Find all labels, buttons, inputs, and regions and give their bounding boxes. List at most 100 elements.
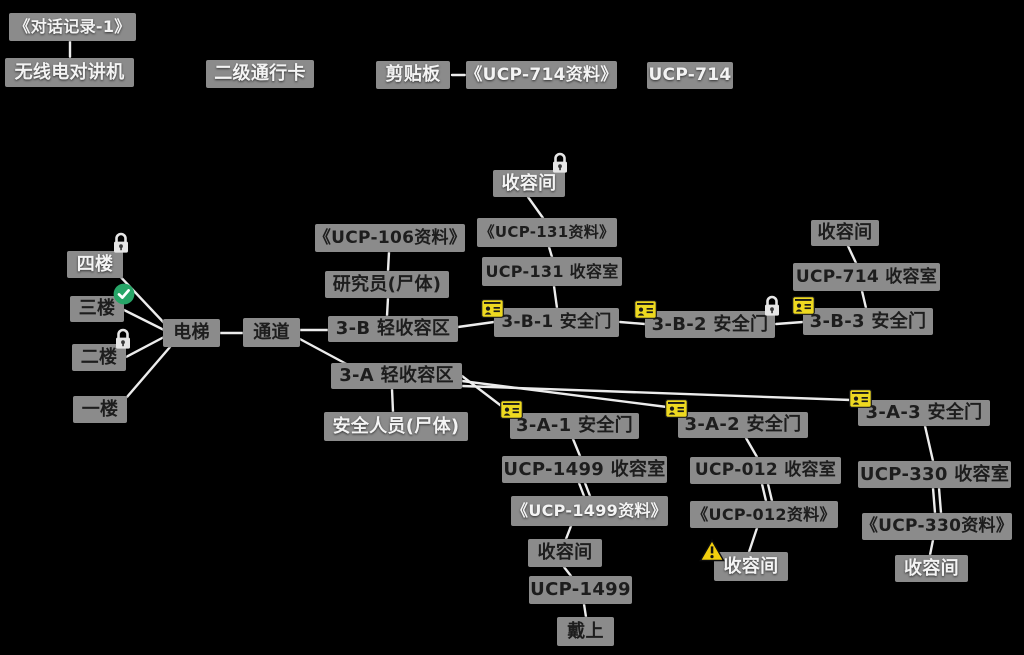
node-containment-cell-714[interactable]: 收容间 <box>811 220 879 246</box>
node-wear-it[interactable]: 戴上 <box>557 617 614 646</box>
node-label: 二楼 <box>80 346 118 368</box>
node-door-3b-3[interactable]: 3-B-3 安全门 <box>803 308 933 335</box>
edge-ucp-1499-document--containment-cell-1499 <box>564 524 573 541</box>
node-label: 《UCP-330资料》 <box>860 516 1014 536</box>
edge-door-3a-3--ucp-330-room <box>923 424 935 463</box>
node-ucp-131-room[interactable]: UCP-131 收容室 <box>482 257 622 286</box>
node-door-3b-1[interactable]: 3-B-1 安全门 <box>494 308 619 337</box>
node-label: 收容间 <box>817 222 873 243</box>
node-label: 3-B-3 安全门 <box>809 310 927 332</box>
edge-door-3a-2--ucp-012-room <box>744 436 759 459</box>
node-ucp-012-room[interactable]: UCP-012 收容室 <box>690 457 841 484</box>
edge-floor-1--elevator <box>125 345 172 399</box>
node-dialog-record-1[interactable]: 《对话记录-1》 <box>9 13 136 41</box>
node-label: UCP-1499 <box>530 579 631 600</box>
edge-ucp-012-room--ucp-012-document <box>766 482 774 503</box>
node-security-personnel-corpse[interactable]: 安全人员(尸体) <box>324 412 468 441</box>
node-door-3a-2[interactable]: 3-A-2 安全门 <box>678 412 808 438</box>
node-floor-4[interactable]: 四楼 <box>67 251 123 278</box>
node-corridor[interactable]: 通道 <box>243 318 300 347</box>
node-walkie-talkie[interactable]: 无线电对讲机 <box>5 58 134 87</box>
edge-door-3a-1--ucp-1499-room <box>571 437 582 458</box>
node-ucp-1499-room[interactable]: UCP-1499 收容室 <box>502 456 667 483</box>
node-label: 3-A-3 安全门 <box>865 402 983 423</box>
edge-ucp-330-room--ucp-330-document <box>937 486 943 515</box>
node-ucp-131-document[interactable]: 《UCP-131资料》 <box>477 218 617 247</box>
node-ucp-106-document[interactable]: 《UCP-106资料》 <box>313 224 467 252</box>
node-label: 3-B-2 安全门 <box>651 313 769 335</box>
node-ucp-1499-entity[interactable]: UCP-1499 <box>529 576 632 604</box>
node-label: 研究员(尸体) <box>332 273 442 295</box>
node-label: 《UCP-012资料》 <box>692 504 836 524</box>
node-label: 收容间 <box>723 555 779 577</box>
node-label: 剪贴板 <box>385 64 441 85</box>
node-label: UCP-330 收容室 <box>859 463 1010 485</box>
node-label: 一楼 <box>81 398 119 420</box>
node-label: 《UCP-131资料》 <box>479 223 615 241</box>
node-label: UCP-714 收容室 <box>795 266 938 287</box>
node-containment-cell-131[interactable]: 收容间 <box>493 170 565 197</box>
edge-zone-3a--security-personnel-corpse <box>390 387 395 414</box>
node-label: 收容间 <box>904 557 959 579</box>
edge-ucp-012-room--ucp-012-document <box>760 482 768 503</box>
edge-researcher-corpse--zone-3b <box>385 296 390 318</box>
node-label: 无线电对讲机 <box>14 61 125 83</box>
node-ucp-330-room[interactable]: UCP-330 收容室 <box>858 461 1011 488</box>
node-label: 3-B-1 安全门 <box>501 312 612 332</box>
node-level-2-keycard[interactable]: 二级通行卡 <box>206 60 314 88</box>
edge-ucp-714-room--containment-cell-714 <box>846 244 858 265</box>
edge-ucp-1499-room--ucp-1499-document <box>583 481 592 498</box>
node-ucp-1499-document[interactable]: 《UCP-1499资料》 <box>511 496 668 526</box>
edge-ucp-1499-entity--wear-it <box>582 602 588 619</box>
node-clipboard[interactable]: 剪贴板 <box>376 61 450 89</box>
node-label: 《对话记录-1》 <box>14 17 131 36</box>
node-door-3a-1[interactable]: 3-A-1 安全门 <box>510 413 639 439</box>
edge-floor-3--elevator <box>122 308 166 332</box>
node-label: 《UCP-106资料》 <box>313 227 467 248</box>
node-label: UCP-1499 收容室 <box>503 458 666 480</box>
edge-floor-4--elevator <box>114 270 168 327</box>
node-label: 3-B 轻收容区 <box>335 318 451 339</box>
edge-ucp-131-room--door-3b-1 <box>552 284 559 310</box>
node-label: 《UCP-714资料》 <box>465 64 618 85</box>
node-label: 三楼 <box>78 298 116 319</box>
node-door-3b-2[interactable]: 3-B-2 安全门 <box>645 311 775 338</box>
node-researcher-corpse[interactable]: 研究员(尸体) <box>325 271 449 298</box>
edge-ucp-330-document--containment-cell-330 <box>928 538 935 557</box>
edge-door-3b-1--door-3b-2 <box>618 320 647 326</box>
edge-ucp-330-room--ucp-330-document <box>931 486 937 515</box>
node-ucp-330-document[interactable]: 《UCP-330资料》 <box>860 513 1014 540</box>
node-containment-cell-012[interactable]: 收容间 <box>714 552 788 581</box>
node-zone-3a[interactable]: 3-A 轻收容区 <box>331 363 462 389</box>
edge-zone-3b--door-3b-1 <box>456 320 496 329</box>
node-label: UCP-714 <box>648 65 732 85</box>
edge-containment-cell-131--ucp-131-document <box>526 195 545 220</box>
node-containment-cell-330[interactable]: 收容间 <box>895 555 968 582</box>
node-containment-cell-1499[interactable]: 收容间 <box>528 539 602 567</box>
node-ucp-012-document[interactable]: 《UCP-012资料》 <box>690 501 838 528</box>
node-ucp-714-document[interactable]: 《UCP-714资料》 <box>465 61 618 89</box>
node-label: 收容间 <box>537 542 593 563</box>
node-ucp-714-room[interactable]: UCP-714 收容室 <box>793 263 940 291</box>
edge-corridor--zone-3a <box>296 336 354 369</box>
node-ucp-714-item[interactable]: UCP-714 <box>647 62 733 89</box>
node-elevator[interactable]: 电梯 <box>163 319 220 347</box>
edge-ucp-012-document--containment-cell-012 <box>747 526 759 554</box>
node-label: 电梯 <box>173 322 210 343</box>
node-floor-1[interactable]: 一楼 <box>73 396 127 423</box>
node-label: 3-A-2 安全门 <box>684 414 802 435</box>
node-label: 安全人员(尸体) <box>332 415 460 437</box>
edge-door-3b-2--door-3b-3 <box>774 320 805 326</box>
node-door-3a-3[interactable]: 3-A-3 安全门 <box>858 400 990 426</box>
edge-containment-cell-1499--ucp-1499-entity <box>562 565 573 578</box>
node-floor-3[interactable]: 三楼 <box>70 296 124 322</box>
edge-ucp-1499-room--ucp-1499-document <box>577 481 586 498</box>
node-label: 戴上 <box>567 620 604 642</box>
node-label: UCP-012 收容室 <box>694 460 837 480</box>
node-label: 《UCP-1499资料》 <box>512 501 667 520</box>
node-floor-2[interactable]: 二楼 <box>72 344 126 371</box>
node-zone-3b[interactable]: 3-B 轻收容区 <box>328 316 458 342</box>
edge-ucp-106-document--researcher-corpse <box>386 250 391 273</box>
